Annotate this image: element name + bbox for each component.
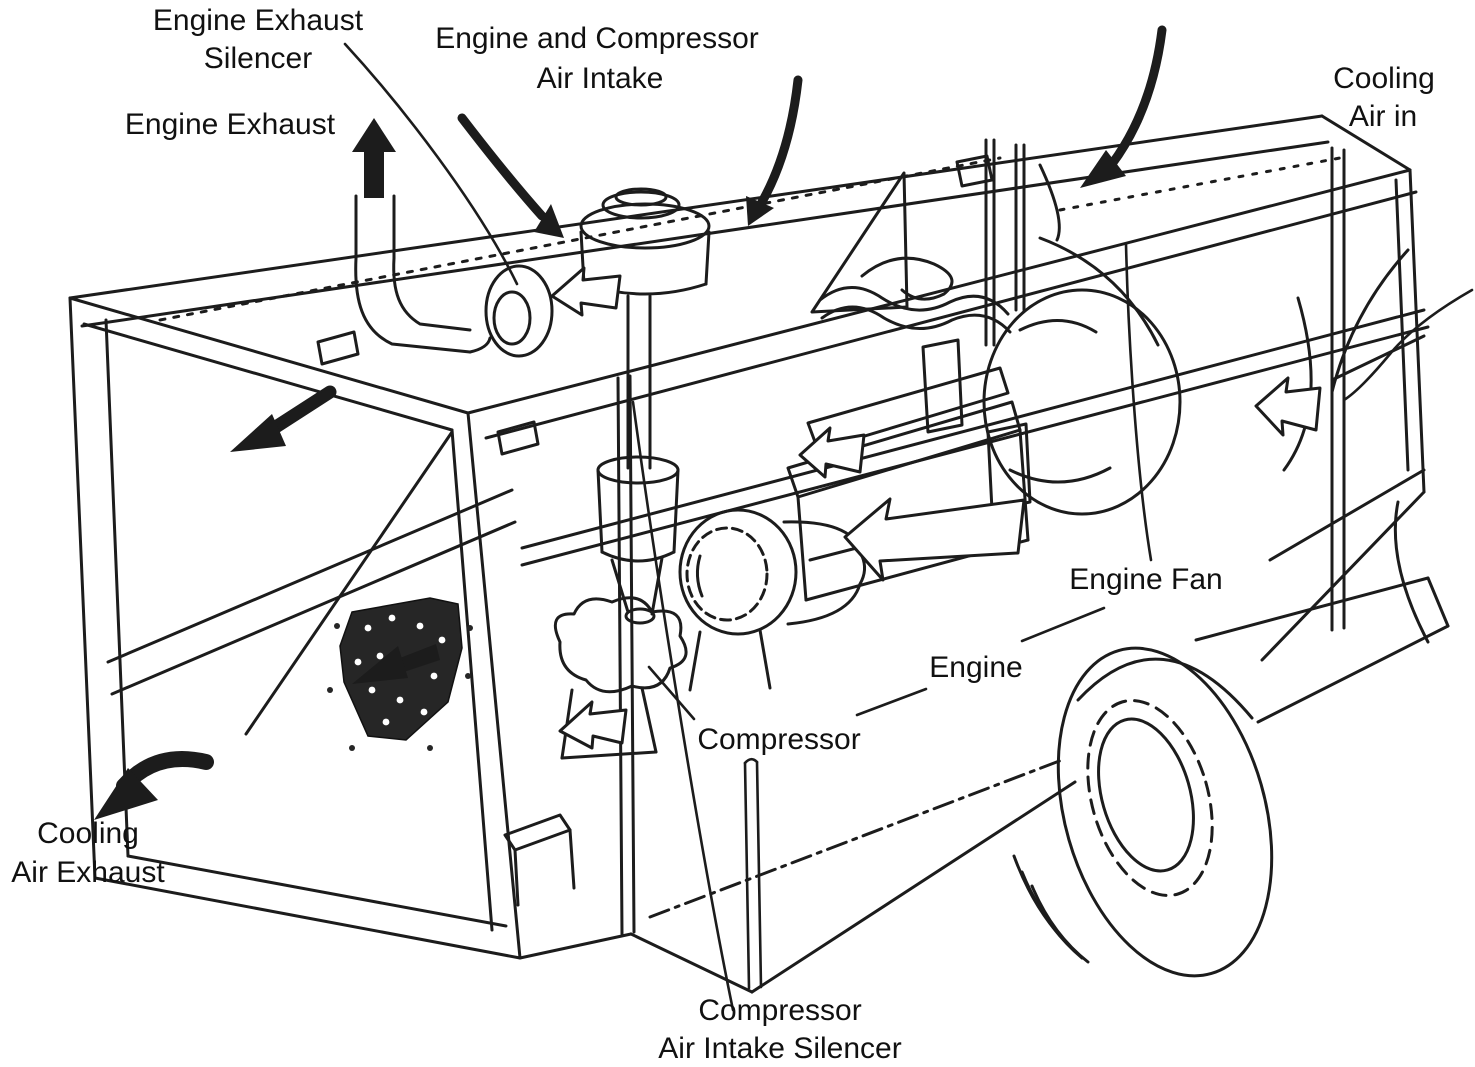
air-intake-arrow-right-icon (746, 75, 803, 226)
flow-arrow-at-engine-icon (798, 426, 866, 479)
leader-compressor (647, 665, 696, 721)
cooling-air-exhaust-arrow-icon (94, 751, 214, 820)
label-cooling-air-in-line1: Cooling (1333, 62, 1435, 95)
leader-engine-fan (1124, 242, 1153, 562)
internal-flow-arrow-icon (230, 385, 337, 452)
engine-fan (982, 236, 1182, 516)
fender (1076, 576, 1450, 724)
label-cooling-air-exhaust-line2: Air Exhaust (11, 856, 165, 889)
flow-arrow-bottom-icon (558, 700, 628, 750)
label-cooling-air-in-line2: Air in (1349, 100, 1417, 133)
compressor-air-intake-silencer (596, 455, 680, 625)
air-cleaner (579, 187, 711, 470)
label-compressor: Compressor (697, 723, 860, 756)
leader-strip-b (755, 760, 763, 989)
wheel (1012, 646, 1274, 978)
label-cooling-air-exhaust-line1: Cooling (37, 817, 139, 850)
compressor-unit (553, 508, 867, 760)
engine-exhaust-silencer-part (354, 194, 554, 358)
label-compressor-intake-silencer-line2: Air Intake Silencer (658, 1032, 901, 1065)
label-engine-exhaust-silencer-line1: Engine Exhaust (153, 4, 364, 37)
enclosure-box (68, 114, 1430, 994)
leader-intake-silencer (631, 400, 735, 1012)
label-engine-compressor-intake-line2: Air Intake (537, 62, 664, 95)
label-engine: Engine (929, 651, 1022, 684)
air-intake-arrow-left-icon (457, 113, 564, 238)
flow-arrow-right-end-icon (1254, 376, 1322, 437)
cooling-air-in-side-flowline (1342, 288, 1474, 402)
leader-lines (343, 42, 1153, 1012)
leader-strip-a (743, 761, 751, 990)
leader-engine-fan-2 (1020, 606, 1106, 643)
label-engine-exhaust-silencer-line2: Silencer (204, 42, 312, 75)
flow-arrow-center-icon (843, 497, 1026, 582)
leader-exhaust-silencer (343, 42, 519, 286)
leader-strip-cap (743, 757, 759, 765)
leader-engine (855, 687, 928, 717)
flow-arrow-at-silencer-icon (550, 266, 622, 317)
cooling-air-in-arrow-icon (1080, 25, 1167, 188)
label-engine-compressor-intake-line1: Engine and Compressor (435, 22, 759, 55)
text-labels: Engine Exhaust Silencer Engine and Compr… (11, 4, 1435, 1065)
mesh-flow-arrow-icon (352, 646, 408, 684)
label-engine-exhaust: Engine Exhaust (125, 108, 336, 141)
label-engine-fan: Engine Fan (1069, 563, 1222, 596)
label-compressor-intake-silencer-line1: Compressor (698, 994, 861, 1027)
hollow-flow-arrows (550, 266, 1322, 750)
engine-exhaust-arrow-icon (352, 118, 396, 198)
exhaust-grille-mesh (327, 597, 473, 751)
